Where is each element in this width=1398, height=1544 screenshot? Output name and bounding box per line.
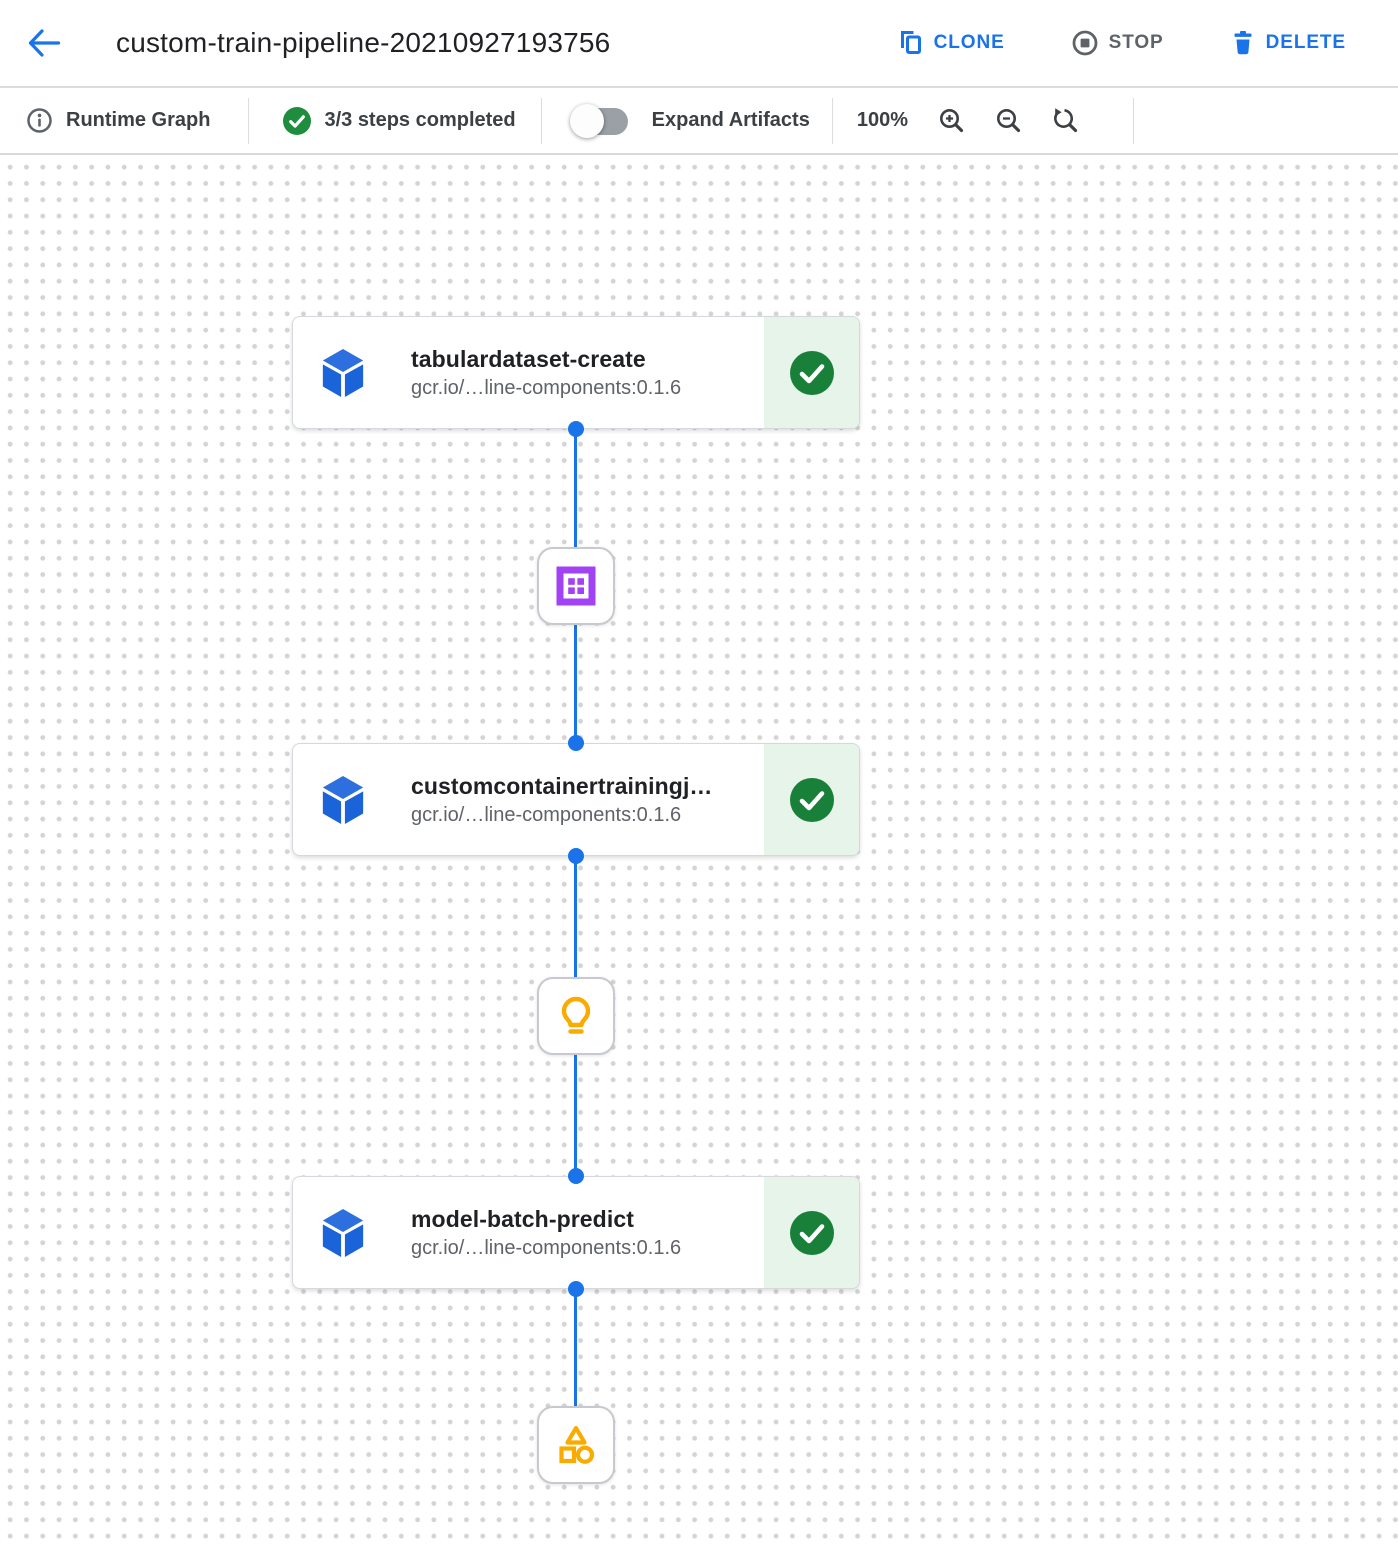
back-button[interactable] — [22, 21, 66, 65]
expand-artifacts-section: Expand Artifacts — [542, 88, 832, 153]
pipeline-graph-canvas[interactable]: tabulardataset-create gcr.io/…line-compo… — [0, 155, 1398, 1542]
page-title: custom-train-pipeline-20210927193756 — [116, 27, 611, 58]
dataset-icon — [554, 564, 598, 608]
zoom-out-icon — [995, 107, 1022, 134]
stop-icon — [1071, 29, 1099, 57]
toolbar: Runtime Graph 3/3 steps completed Expand… — [0, 88, 1398, 155]
expand-artifacts-toggle[interactable] — [569, 103, 628, 139]
zoom-reset-icon — [1052, 107, 1079, 134]
component-cube-icon — [319, 347, 367, 399]
stop-button[interactable]: STOP — [1071, 29, 1164, 57]
toolbar-divider — [831, 97, 833, 144]
zoom-reset-button[interactable] — [1052, 107, 1079, 134]
artifacts-icon — [554, 1423, 598, 1467]
toolbar-divider — [248, 97, 250, 144]
clone-button[interactable]: CLONE — [898, 29, 1005, 57]
zoom-in-icon — [938, 107, 965, 134]
port-node2-in — [568, 735, 584, 751]
step-node-customcontainertrainingjob[interactable]: customcontainertrainingj… gcr.io/…line-c… — [292, 743, 860, 856]
expand-artifacts-label: Expand Artifacts — [651, 109, 810, 131]
toolbar-divider — [540, 97, 542, 144]
status-badge — [764, 317, 859, 428]
stop-label: STOP — [1108, 32, 1164, 53]
success-check-icon — [789, 777, 834, 822]
artifact-node-artifacts[interactable] — [537, 1406, 615, 1484]
node-text-block: model-batch-predict gcr.io/…line-compone… — [411, 1206, 681, 1260]
status-badge — [764, 1177, 859, 1288]
info-icon[interactable] — [26, 107, 53, 134]
delete-label: DELETE — [1265, 32, 1346, 53]
artifact-node-dataset[interactable] — [537, 547, 615, 625]
success-check-icon — [283, 106, 312, 135]
node-title: customcontainertrainingj… — [411, 772, 713, 799]
node-subtitle: gcr.io/…line-components:0.1.6 — [411, 376, 682, 399]
trash-icon — [1230, 29, 1256, 57]
steps-completed-section: 3/3 steps completed — [249, 88, 540, 153]
port-node2-out — [568, 848, 584, 864]
status-badge — [764, 744, 859, 855]
edge-node3-artifact — [574, 1285, 577, 1423]
model-icon — [554, 994, 598, 1038]
node-text-block: customcontainertrainingj… gcr.io/…line-c… — [411, 773, 713, 827]
header: custom-train-pipeline-20210927193756 CLO… — [0, 0, 1398, 88]
port-node3-out — [568, 1281, 584, 1297]
component-cube-icon — [319, 774, 367, 826]
clone-label: CLONE — [933, 32, 1005, 53]
success-check-icon — [789, 350, 834, 395]
node-title: tabulardataset-create — [411, 345, 646, 372]
port-node1-out — [568, 421, 584, 437]
header-actions: CLONE STOP DELETE — [898, 29, 1346, 57]
node-subtitle: gcr.io/…line-components:0.1.6 — [411, 803, 682, 826]
steps-completed-label: 3/3 steps completed — [324, 109, 516, 131]
step-node-model-batch-predict[interactable]: model-batch-predict gcr.io/…line-compone… — [292, 1176, 860, 1289]
port-node3-in — [568, 1168, 584, 1184]
artifact-node-model[interactable] — [537, 977, 615, 1055]
node-text-block: tabulardataset-create gcr.io/…line-compo… — [411, 346, 681, 400]
toggle-knob-icon — [569, 103, 604, 138]
clone-icon — [898, 29, 924, 57]
success-check-icon — [789, 1210, 834, 1255]
zoom-out-button[interactable] — [995, 107, 1022, 134]
node-title: model-batch-predict — [411, 1205, 634, 1232]
delete-button[interactable]: DELETE — [1230, 29, 1346, 57]
zoom-in-button[interactable] — [938, 107, 965, 134]
runtime-graph-label: Runtime Graph — [66, 109, 211, 131]
component-cube-icon — [319, 1207, 367, 1259]
zoom-level-value: 100% — [856, 109, 908, 131]
back-arrow-icon — [27, 27, 61, 59]
node-subtitle: gcr.io/…line-components:0.1.6 — [411, 1236, 682, 1259]
zoom-section: 100% — [833, 88, 1133, 153]
runtime-graph-section: Runtime Graph — [0, 88, 248, 153]
toolbar-divider — [1132, 97, 1134, 144]
step-node-tabulardataset-create[interactable]: tabulardataset-create gcr.io/…line-compo… — [292, 316, 860, 429]
